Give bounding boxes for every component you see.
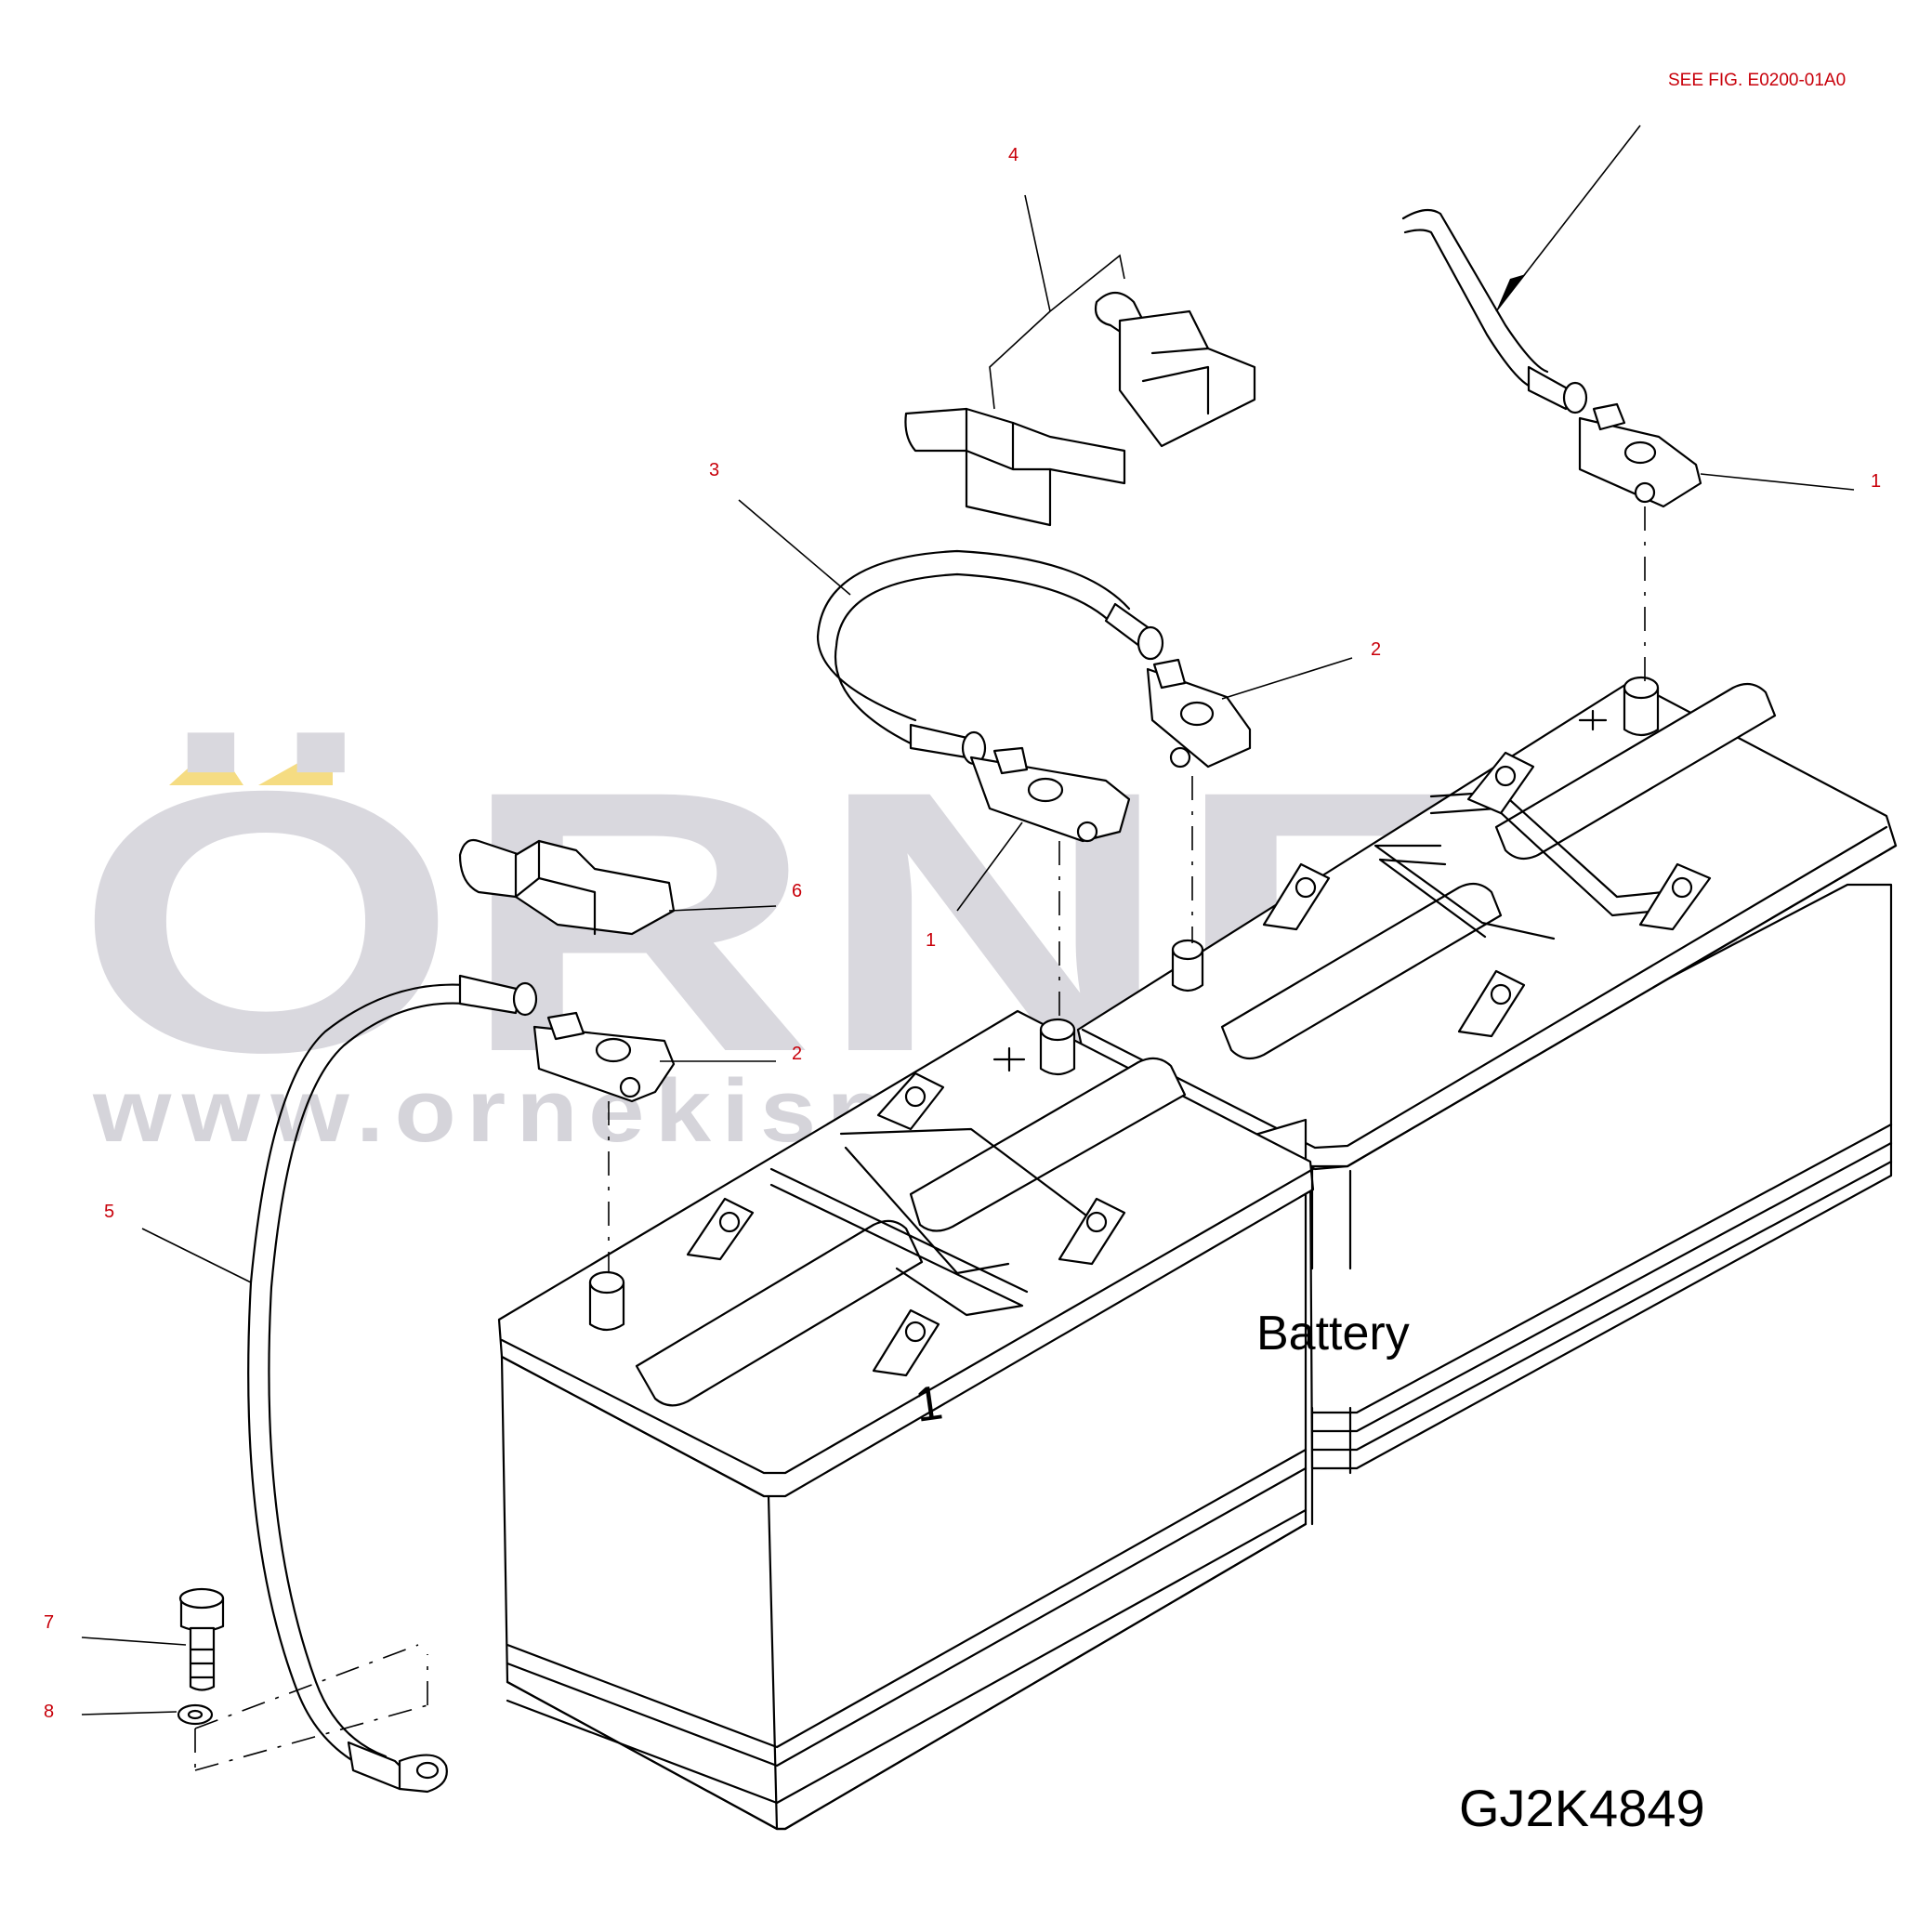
terminal-cover-6 (458, 838, 676, 936)
callout-6: 6 (792, 881, 802, 901)
callout-1-middle: 1 (926, 930, 936, 951)
reference-arrowhead (1496, 274, 1526, 311)
terminal-clamp-1-middle (969, 746, 1131, 843)
watermark-umlaut-left (169, 743, 243, 785)
callout-2-lower: 2 (792, 1044, 802, 1064)
battery-front (497, 1009, 1315, 1831)
leader-lines (81, 125, 1855, 1715)
reference-note: SEE FIG. E0200-01A0 (1668, 71, 1846, 90)
callout-2-upper: 2 (1371, 639, 1381, 660)
bolt-7 (178, 1587, 225, 1691)
battery-caption: Battery (1256, 1307, 1410, 1360)
callout-4: 4 (1008, 145, 1019, 165)
terminal-clamp-2-lower (532, 1011, 676, 1103)
battery-rear (1076, 676, 1898, 1470)
positive-cable-top-right (1401, 208, 1702, 508)
callout-7: 7 (44, 1612, 54, 1633)
ground-cable-5 (247, 974, 538, 1794)
callout-3: 3 (709, 460, 719, 480)
watermark-umlaut-right (258, 743, 333, 785)
washer-8 (177, 1703, 214, 1726)
terminal-cover-4 (904, 291, 1256, 527)
callout-8: 8 (44, 1702, 54, 1722)
terminal-clamp-2-upper (1146, 658, 1252, 769)
callout-1-top: 1 (1871, 471, 1881, 492)
callout-5: 5 (104, 1202, 114, 1222)
figure-code: GJ2K4849 (1459, 1779, 1705, 1837)
assembly-centerlines (194, 506, 1646, 1771)
